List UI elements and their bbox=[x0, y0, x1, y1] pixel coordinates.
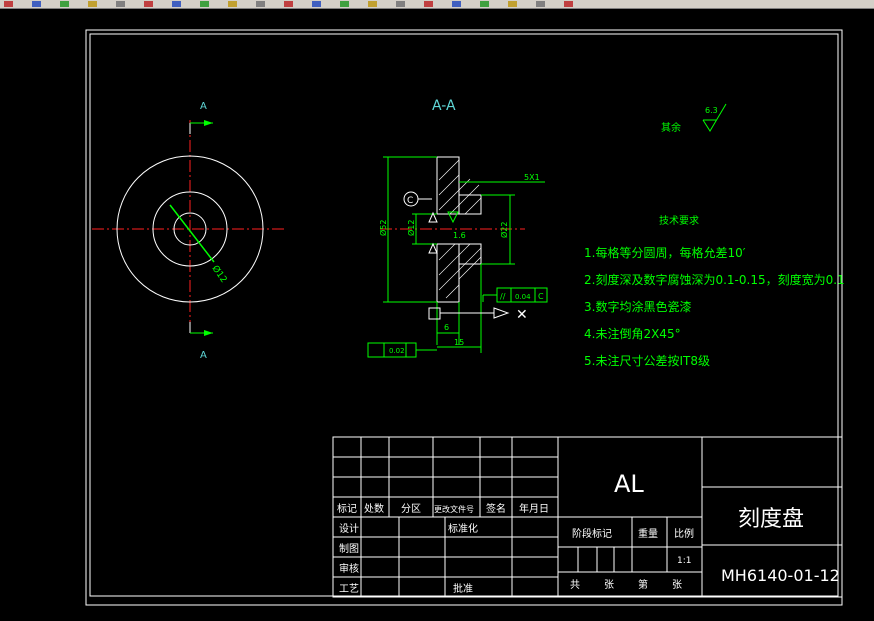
tb-material: AL bbox=[614, 470, 644, 498]
tb-header: 分区 bbox=[401, 503, 421, 515]
surface-finish-symbol bbox=[702, 103, 727, 132]
tb-sheets: 张 bbox=[672, 579, 682, 591]
sheet-outer-border bbox=[85, 29, 843, 606]
tb-drawing-no: MH6140-01-12 bbox=[721, 566, 840, 585]
middle-circle bbox=[152, 191, 228, 267]
zoom-icon[interactable] bbox=[312, 1, 321, 7]
diameter-label: Ø12 bbox=[210, 263, 230, 285]
tech-req-title: 技术要求 bbox=[659, 214, 699, 227]
tech-req-item: 1.每格等分圆周，每格允差10′ bbox=[584, 245, 746, 260]
parallel-tol: 0.04 bbox=[515, 293, 531, 301]
tb-role: 工艺 bbox=[339, 583, 359, 595]
tb-sheets: 共 bbox=[570, 579, 580, 591]
undo-icon[interactable] bbox=[228, 1, 237, 7]
cad-canvas[interactable]: Ø12 A A A-A bbox=[0, 8, 874, 621]
sheet-set-icon[interactable] bbox=[480, 1, 489, 7]
dim-width-15: 15 bbox=[454, 338, 464, 347]
dim-roughness: 1.6 bbox=[453, 231, 466, 240]
tech-req-item: 2.刻度深及数字腐蚀深为0.1-0.15，刻度宽为0.1 bbox=[584, 272, 845, 287]
tb-weight-label: 重量 bbox=[638, 527, 658, 540]
title-block-text: 标记 处数 分区 更改文件号 签名 年月日 设计 制图 审核 工艺 标准化 批准… bbox=[337, 470, 840, 595]
hub-upper bbox=[458, 194, 482, 215]
tech-requirements: 技术要求 1.每格等分圆周，每格允差10′ 2.刻度深及数字腐蚀深为0.1-0.… bbox=[584, 214, 845, 368]
tb-stage-label: 阶段标记 bbox=[572, 527, 612, 540]
new-icon[interactable] bbox=[4, 1, 13, 7]
dimension-lines bbox=[383, 156, 545, 353]
zoom-previous-icon[interactable] bbox=[368, 1, 377, 7]
tb-role: 设计 bbox=[339, 522, 359, 535]
section-mark-bottom: A bbox=[200, 350, 207, 361]
section-mark-top: A bbox=[200, 101, 207, 112]
dim-width-6: 6 bbox=[444, 323, 449, 332]
dim-chamfer: 5X1 bbox=[524, 173, 540, 182]
section-arrowhead-top bbox=[204, 120, 213, 126]
title-block bbox=[332, 436, 843, 598]
section-arrowhead-bottom bbox=[204, 330, 213, 336]
markup-icon[interactable] bbox=[508, 1, 517, 7]
sheet-inner-border bbox=[89, 33, 839, 597]
properties-icon[interactable] bbox=[396, 1, 405, 7]
save-icon[interactable] bbox=[60, 1, 69, 7]
tech-req-item: 4.未注倒角2X45° bbox=[584, 326, 681, 341]
tb-role: 制图 bbox=[339, 542, 359, 555]
tb-header: 签名 bbox=[486, 502, 506, 515]
tb-header: 更改文件号 bbox=[434, 504, 474, 514]
tool-palette-icon[interactable] bbox=[452, 1, 461, 7]
tb-part-name: 刻度盘 bbox=[738, 507, 804, 532]
section-hatching bbox=[438, 159, 482, 299]
surface-finish-note: 其余 6.3 bbox=[661, 103, 727, 134]
preview-icon[interactable] bbox=[116, 1, 125, 7]
copy-icon[interactable] bbox=[172, 1, 181, 7]
surface-finish-value: 6.3 bbox=[705, 106, 718, 115]
tb-role: 审核 bbox=[339, 562, 359, 575]
front-view: Ø12 A A bbox=[92, 101, 285, 361]
toolbar bbox=[0, 0, 874, 9]
outer-circle bbox=[116, 155, 264, 303]
pan-icon[interactable] bbox=[284, 1, 293, 7]
arrow-marker-upper bbox=[428, 211, 438, 223]
datum-label: C bbox=[407, 196, 413, 206]
help-icon[interactable] bbox=[564, 1, 573, 7]
tech-req-item: 5.未注尺寸公差按IT8级 bbox=[584, 353, 710, 368]
parallel-symbol: // bbox=[500, 292, 506, 301]
zoom-window-icon[interactable] bbox=[340, 1, 349, 7]
calc-icon[interactable] bbox=[536, 1, 545, 7]
bore-circle bbox=[173, 212, 207, 246]
tb-scale-label: 比例 bbox=[674, 527, 694, 540]
flatness-tol: 0.02 bbox=[389, 347, 405, 355]
cut-icon[interactable] bbox=[144, 1, 153, 7]
grip-square bbox=[428, 307, 441, 320]
tb-approve: 批准 bbox=[453, 582, 473, 595]
dim-d52: Ø52 bbox=[378, 220, 388, 236]
tb-sheets: 第 bbox=[638, 578, 648, 591]
disc-flange-upper bbox=[436, 156, 460, 215]
tb-header: 年月日 bbox=[519, 502, 549, 515]
section-view: A-A bbox=[367, 98, 548, 358]
tech-req-item: 3.数字均涂黑色瓷漆 bbox=[584, 299, 691, 314]
arrow-marker-lower bbox=[428, 242, 438, 254]
dim-d22: Ø22 bbox=[499, 222, 509, 238]
hub-lower bbox=[458, 243, 482, 265]
design-center-icon[interactable] bbox=[424, 1, 433, 7]
ucs-arrow bbox=[493, 307, 510, 319]
tb-standardize: 标准化 bbox=[448, 522, 478, 535]
tb-header: 处数 bbox=[364, 502, 384, 515]
open-icon[interactable] bbox=[32, 1, 41, 7]
surface-finish-label: 其余 bbox=[661, 121, 681, 134]
diameter-leader bbox=[169, 204, 215, 263]
redo-icon[interactable] bbox=[256, 1, 265, 7]
section-title: A-A bbox=[432, 98, 456, 114]
tb-sheets: 张 bbox=[604, 579, 614, 591]
tb-scale-value: 1:1 bbox=[677, 556, 691, 566]
dim-d12: Ø12 bbox=[406, 220, 416, 236]
print-icon[interactable] bbox=[88, 1, 97, 7]
roughness-symbol bbox=[447, 211, 459, 224]
paste-icon[interactable] bbox=[200, 1, 209, 7]
ucs-x-mark: ✕ bbox=[516, 307, 528, 323]
tb-header: 标记 bbox=[337, 503, 357, 515]
parallel-datum: C bbox=[538, 292, 544, 301]
